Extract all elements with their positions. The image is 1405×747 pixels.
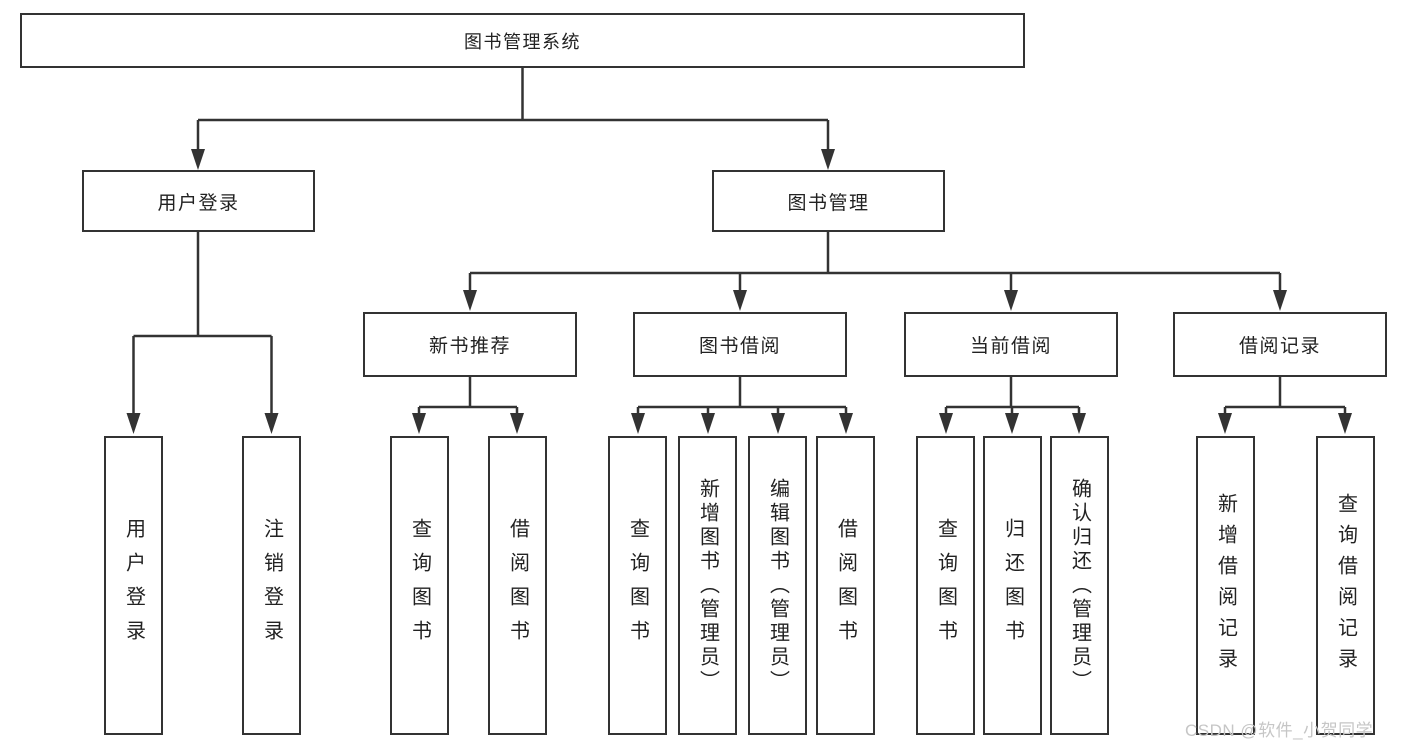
node-user-login-label: 用户登录 [157, 192, 240, 214]
leaf-current-query: 查询图书 [916, 436, 975, 735]
node-book-borrow-label: 图书借阅 [698, 336, 781, 357]
node-book-management: 图书管理 [712, 170, 945, 232]
leaf-current-return-label: 归还图书 [1001, 517, 1024, 654]
leaf-user-login: 用户登录 [104, 436, 163, 735]
leaf-borrow-edit-label: 编辑图书（管理员） [766, 477, 789, 694]
leaf-current-return: 归还图书 [983, 436, 1042, 735]
leaf-borrow-query: 查询图书 [608, 436, 667, 735]
leaf-borrow-edit: 编辑图书（管理员） [748, 436, 807, 735]
leaf-newbooks-borrow: 借阅图书 [488, 436, 547, 735]
leaf-current-query-label: 查询图书 [934, 517, 957, 654]
node-new-books-label: 新书推荐 [428, 336, 511, 357]
leaf-records-add-label: 新增借阅记录 [1214, 492, 1237, 679]
node-root: 图书管理系统 [20, 13, 1025, 68]
node-current-borrow: 当前借阅 [904, 312, 1118, 377]
leaf-newbooks-query: 查询图书 [390, 436, 449, 735]
leaf-current-confirm-label: 确认归还（管理员） [1068, 477, 1091, 694]
node-user-login: 用户登录 [82, 170, 315, 232]
node-current-borrow-label: 当前借阅 [969, 336, 1052, 357]
watermark: CSDN @软件_小贺同学 [1185, 721, 1374, 740]
node-root-label: 图书管理系统 [464, 31, 581, 52]
leaf-borrow-borrow: 借阅图书 [816, 436, 875, 735]
leaf-records-query: 查询借阅记录 [1316, 436, 1375, 735]
node-borrow-records-label: 借阅记录 [1238, 336, 1321, 357]
leaf-newbooks-borrow-label: 借阅图书 [506, 517, 529, 654]
leaf-borrow-add: 新增图书（管理员） [678, 436, 737, 735]
node-book-management-label: 图书管理 [787, 192, 870, 214]
leaf-borrow-query-label: 查询图书 [626, 517, 649, 654]
leaf-newbooks-query-label: 查询图书 [408, 517, 431, 654]
leaf-logout: 注销登录 [242, 436, 301, 735]
node-borrow-records: 借阅记录 [1173, 312, 1387, 377]
leaf-borrow-add-label: 新增图书（管理员） [696, 477, 719, 694]
leaf-records-query-label: 查询借阅记录 [1334, 492, 1357, 679]
node-book-borrow: 图书借阅 [633, 312, 847, 377]
leaf-user-login-label: 用户登录 [122, 517, 145, 654]
leaf-records-add: 新增借阅记录 [1196, 436, 1255, 735]
leaf-logout-label: 注销登录 [260, 517, 283, 654]
leaf-borrow-borrow-label: 借阅图书 [834, 517, 857, 654]
node-new-books: 新书推荐 [363, 312, 577, 377]
leaf-current-confirm: 确认归还（管理员） [1050, 436, 1109, 735]
